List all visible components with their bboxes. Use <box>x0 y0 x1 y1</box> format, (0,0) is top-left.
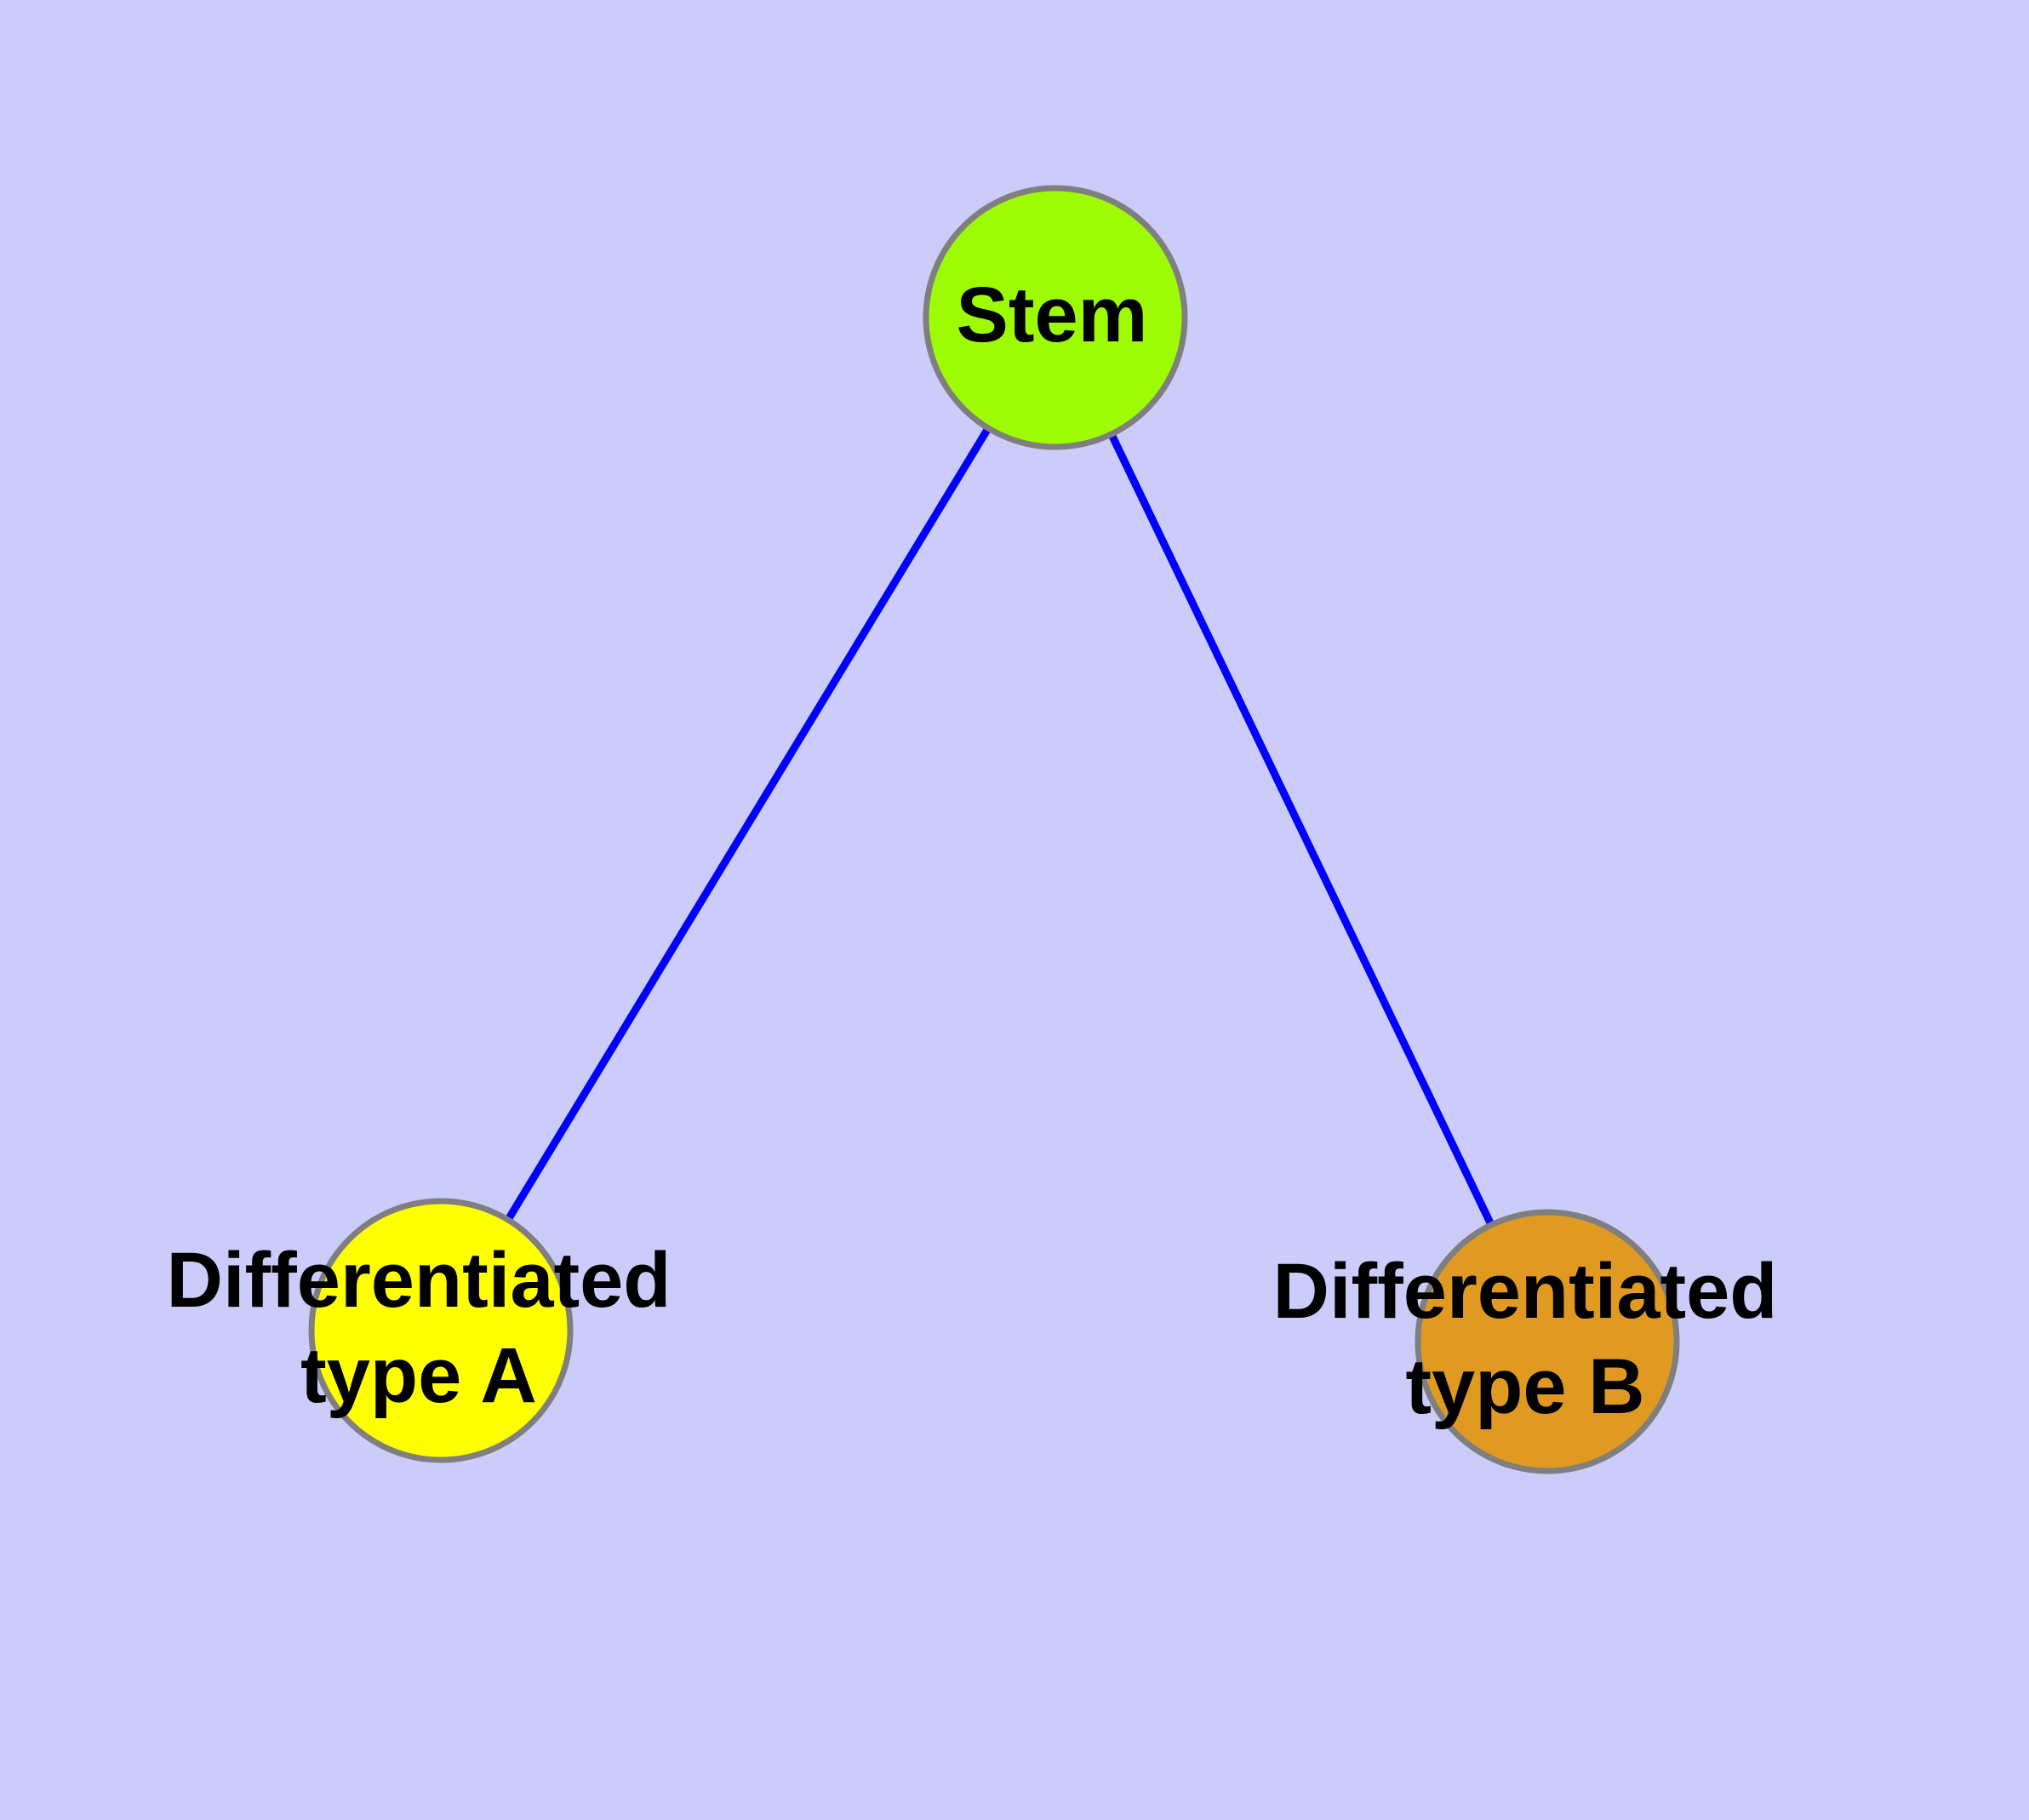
label-line: Differentiated <box>1273 1248 1778 1335</box>
graph-node-diff_a[interactable] <box>308 1198 574 1463</box>
graph-node-label-stem: Stem <box>957 272 1148 358</box>
graph-node-stem[interactable] <box>923 185 1188 450</box>
nodes-layer <box>308 185 1680 1474</box>
label-line: Stem <box>957 272 1148 358</box>
label-line: type B <box>1405 1343 1644 1430</box>
graph-edge[interactable] <box>1107 432 1495 1227</box>
label-line: Differentiated <box>167 1237 672 1324</box>
edges-layer <box>504 426 1495 1227</box>
graph-edge[interactable] <box>504 426 992 1222</box>
label-line: type A <box>300 1332 537 1419</box>
graph-node-diff_b[interactable] <box>1415 1209 1680 1474</box>
